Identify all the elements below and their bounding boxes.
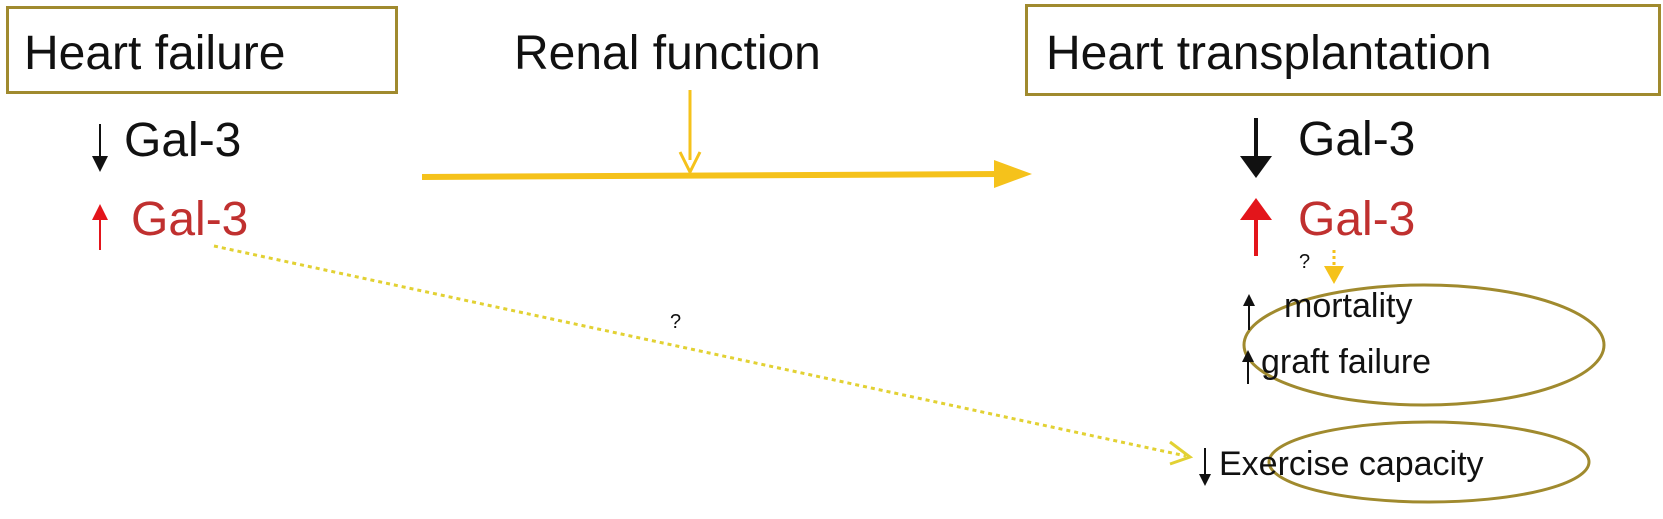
- heart-transplantation-box: [1025, 4, 1661, 96]
- hf-question-label: ?: [670, 311, 682, 333]
- mortality-label: mortality: [1284, 287, 1413, 325]
- renal-function-label: Renal function: [514, 27, 821, 80]
- ht-down-arrow-head: [1240, 156, 1272, 178]
- dotted-arrow-line: [213, 244, 1187, 458]
- dotted-arrow-head: [1169, 440, 1194, 466]
- hf-gal3-up-label: Gal-3: [131, 193, 249, 246]
- renal-arrow-head: [678, 151, 702, 176]
- ht-gal3-down-label: Gal-3: [1298, 113, 1416, 166]
- hf-up-arrow-head: [92, 204, 108, 220]
- exercise-ellipse: [1267, 420, 1591, 504]
- main-arrow-line: [421, 171, 1001, 180]
- ht-dotted-head: [1324, 266, 1344, 284]
- graft-up-arrow-head: [1242, 350, 1254, 362]
- ht-up-arrow-head: [1240, 198, 1272, 220]
- graft-failure-label: graft failure: [1261, 343, 1432, 381]
- exercise-down-arrow-head: [1199, 474, 1211, 486]
- heart-failure-box: [6, 6, 398, 94]
- main-arrow-head: [994, 160, 1032, 188]
- hf-gal3-down-label: Gal-3: [124, 114, 242, 167]
- mortality-up-arrow-head: [1243, 294, 1255, 306]
- ht-gal3-up-label: Gal-3: [1298, 193, 1416, 246]
- outcomes-ellipse: [1242, 283, 1606, 407]
- exercise-capacity-label: Exercise capacity: [1219, 445, 1484, 483]
- hf-down-arrow-head: [92, 156, 108, 172]
- heart-transplantation-label: Heart transplantation: [1046, 27, 1492, 80]
- ht-question-label: ?: [1299, 251, 1311, 273]
- heart-failure-label: Heart failure: [24, 27, 286, 80]
